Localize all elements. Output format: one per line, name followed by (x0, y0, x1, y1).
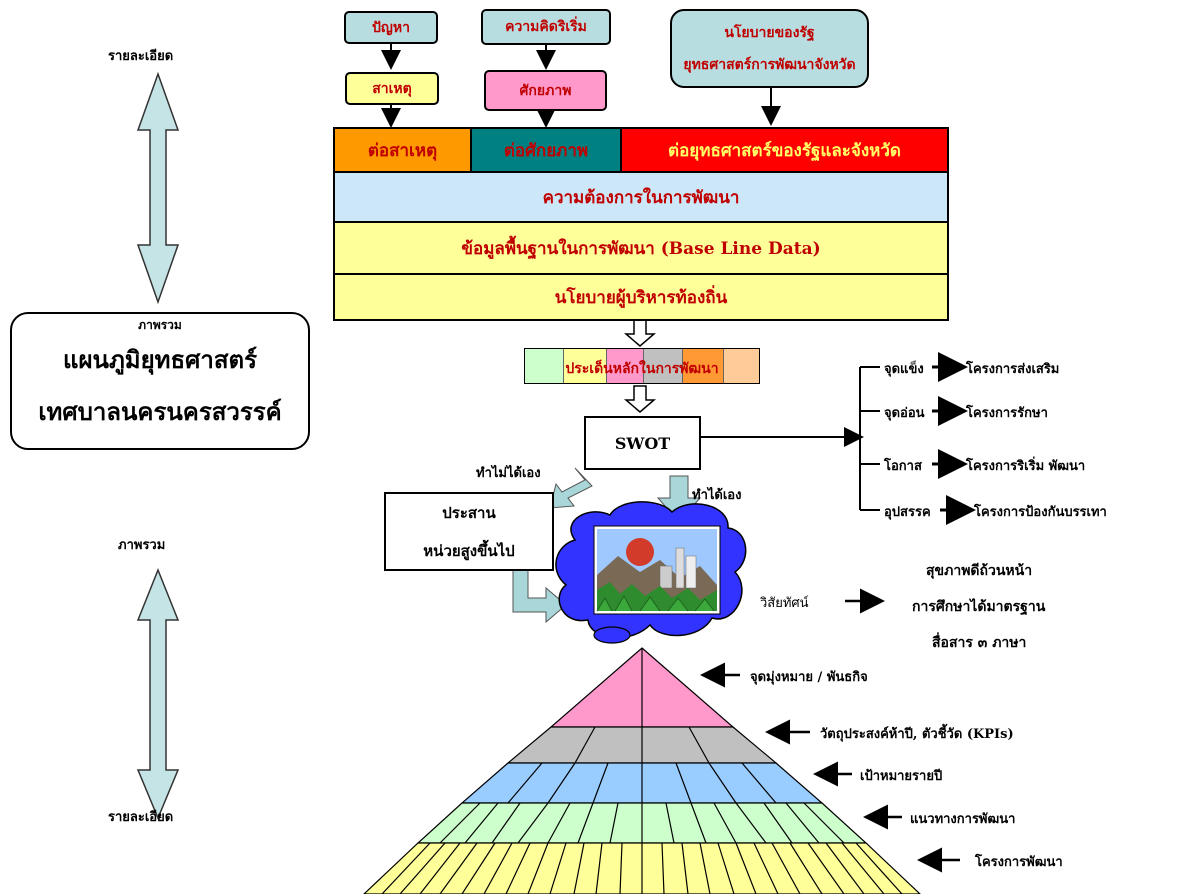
problem-box: ปัญหา (344, 11, 438, 44)
pyramid-level-mission: จุดมุ่งหมาย / พันธกิจ (750, 670, 868, 685)
swot-factor-opportunity: โอกาส (884, 459, 922, 474)
vision-label: วิสัยทัศน์ (760, 596, 809, 611)
plan-title-line2: เทศบาลนครนครสวรรค์ (38, 397, 282, 426)
swot-box: SWOT (584, 416, 701, 470)
development-needs-bar: ความต้องการในการพัฒนา (333, 171, 949, 223)
hollow-arrow-2 (623, 385, 657, 413)
coordinate-line1: ประสาน (442, 503, 496, 522)
coordinate-line2: หน่วยสูงขึ้นไป (423, 541, 515, 560)
overview-mid-label: ภาพรวม (118, 538, 166, 553)
plan-title-line1: แผนภูมิยุทธศาสตร์ (63, 345, 257, 374)
baseline-data-bar: ข้อมูลพื้นฐานในการพัฒนา (Base Line Data) (333, 221, 949, 275)
swot-factor-strength: จุดแข็ง (884, 362, 924, 377)
detail-top-label: รายละเอียด (108, 49, 174, 64)
key-issues-label: ประเด็นหลักในการพัฒนา (565, 361, 719, 377)
swot-factor-threat: อุปสรรค (884, 505, 931, 520)
to-cause-bar: ต่อสาเหตุ (333, 127, 472, 173)
pyramid-level-annual-goals: เป้าหมายรายปี (860, 769, 943, 784)
swot-project-weakness: โครงการรักษา (966, 406, 1048, 421)
coordinate-box: ประสาน หน่วยสูงขึ้นไป (384, 492, 554, 571)
block-arrow-coord (512, 569, 567, 624)
key-issues-bar: ประเด็นหลักในการพัฒนา (524, 348, 760, 384)
overview-top-label: ภาพรวม (138, 318, 182, 332)
block-arrow-cannot (549, 467, 593, 509)
vision-line-1: สุขภาพดีถ้วนหน้า (926, 563, 1033, 579)
vision-line-2: การศึกษาได้มาตรฐาน (912, 599, 1046, 615)
detail-bottom-label: รายละเอียด (108, 810, 174, 825)
strategy-plan-title-box: ภาพรวม แผนภูมิยุทธศาสตร์ เทศบาลนครนครสวร… (10, 312, 310, 450)
vision-line-3: สื่อสาร ๓ ภาษา (932, 635, 1027, 651)
pyramid-level-projects: โครงการพัฒนา (975, 855, 1063, 870)
can-do-label: ทำได้เอง (692, 488, 742, 503)
swot-project-strength: โครงการส่งเสริม (966, 362, 1060, 377)
pyramid-level-objectives: วัตถุประสงค์ห้าปี, ตัวชี้วัด (KPIs) (820, 727, 1014, 742)
swot-factor-weakness: จุดอ่อน (884, 406, 925, 421)
executive-policy-bar: นโยบายผู้บริหารท้องถิ่น (333, 273, 949, 321)
hollow-arrow-1 (623, 319, 657, 347)
state-policy-line2: ยุทธศาสตร์การพัฒนาจังหวัด (683, 56, 856, 73)
to-potential-bar: ต่อศักยภาพ (470, 127, 622, 173)
cause-box: สาเหตุ (345, 72, 439, 105)
initiative-box: ความคิดริเริ่ม (481, 9, 611, 45)
swot-project-opportunity: โครงการริเริ่ม พัฒนา (966, 459, 1086, 474)
potential-box: ศักยภาพ (484, 70, 607, 111)
double-arrow-bottom (136, 567, 180, 820)
cannot-do-label: ทำไม่ได้เอง (476, 466, 541, 481)
swot-project-threat: โครงการป้องกันบรรเทา (974, 505, 1107, 520)
state-policy-box: นโยบายของรัฐ ยุทธศาสตร์การพัฒนาจังหวัด (670, 9, 869, 88)
double-arrow-top (136, 71, 180, 305)
vision-cloud-image (555, 501, 747, 644)
pyramid (363, 647, 921, 894)
pyramid-level-guidelines: แนวทางการพัฒนา (910, 812, 1016, 827)
state-policy-line1: นโยบายของรัฐ (724, 24, 815, 41)
to-strategy-bar: ต่อยุทธศาสตร์ของรัฐและจังหวัด (620, 127, 949, 173)
